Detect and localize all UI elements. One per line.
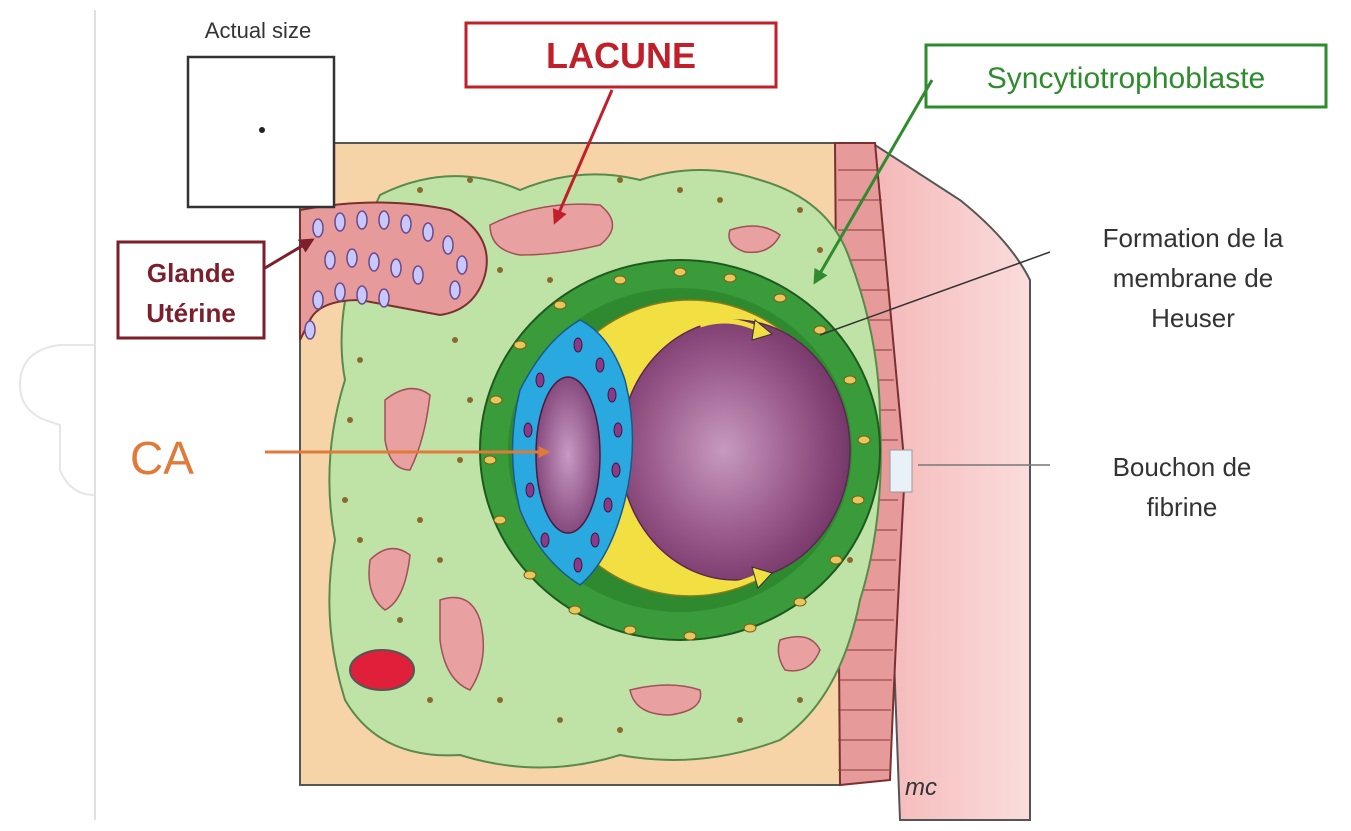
syncytio-label: Syncytiotrophoblaste: [987, 62, 1266, 95]
epiblast-cells: [523, 337, 623, 573]
syncytio-pointer: [813, 79, 934, 285]
actual-size-label: Actual size: [205, 18, 311, 43]
heuser-label-line2: membrane de: [1113, 263, 1273, 293]
bouchon-label-line2: fibrine: [1147, 492, 1218, 522]
glande-label-line2: Utérine: [146, 298, 236, 328]
heuser-label-line3: Heuser: [1151, 303, 1235, 333]
syncytio-label-box: [924, 43, 1328, 109]
glande-pointer: [264, 238, 315, 270]
uterine-gland: [299, 201, 488, 341]
artist-signature: mc: [905, 774, 937, 801]
lacunae: [368, 203, 821, 716]
ca-label: CA: [130, 432, 194, 484]
heuser-pointer: [819, 251, 1051, 336]
glande-label-box: [116, 240, 266, 340]
blood-vessel: [349, 649, 415, 691]
flow-arrow-top-head: [751, 319, 774, 341]
heuser-label-line1: Formation de la: [1103, 223, 1284, 253]
block-side-face: [873, 143, 1031, 821]
lacune-label-box: [464, 21, 778, 89]
left-bracket-shape: [18, 344, 96, 496]
flow-arrow-bottom-head: [751, 566, 773, 589]
lacune-pointer: [552, 89, 614, 225]
bouchon-label-line1: Bouchon de: [1113, 452, 1252, 482]
lacune-label: LACUNE: [546, 35, 696, 76]
cytotrophoblast-cells: [483, 267, 871, 641]
exocoelomic-cavity: [619, 319, 851, 581]
amniotic-cavity: [535, 376, 601, 534]
fibrin-plug: [889, 449, 913, 493]
actual-size-dot: [259, 127, 265, 133]
glande-label-line1: Glande: [147, 258, 235, 288]
